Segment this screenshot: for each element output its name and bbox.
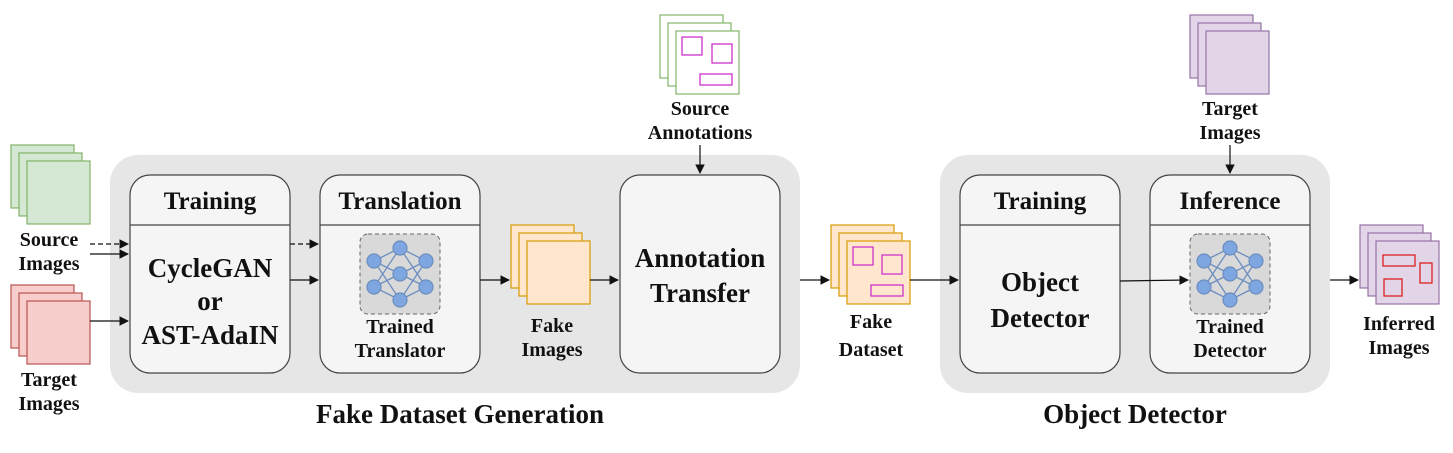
nn-node — [1248, 253, 1264, 269]
fake-dataset-label-2: Dataset — [839, 339, 904, 361]
nn-node — [418, 253, 434, 269]
training-det-header: Training — [994, 188, 1087, 215]
nn-node — [1222, 292, 1238, 308]
target-images-top-label-1: Target — [1202, 98, 1258, 120]
source-images-stack — [10, 144, 91, 225]
nn-edge — [399, 260, 427, 301]
nn-node — [366, 279, 382, 295]
nn-node — [1222, 266, 1238, 282]
training-gen-body-1: CycleGAN — [148, 253, 273, 283]
block-training-gen: Training CycleGAN or AST-AdaIN — [129, 174, 291, 374]
nn-node — [392, 240, 408, 256]
target-images-label-2: Images — [18, 393, 79, 415]
inference-header: Inference — [1180, 188, 1281, 215]
fake-images-label-1: Fake — [531, 315, 573, 337]
fake-dataset-label-1: Fake — [850, 311, 892, 333]
trained-translator-icon — [359, 233, 441, 315]
fake-images-stack — [510, 224, 591, 305]
target-images-top-label-2: Images — [1199, 122, 1260, 144]
annotation-transfer-body-1: Annotation — [635, 243, 766, 273]
source-annotations-label-2: Annotations — [648, 122, 753, 144]
training-det-body-1: Object — [1001, 267, 1079, 297]
block-translation: Translation Trained Translator — [319, 174, 481, 374]
annotation-transfer-body-2: Transfer — [650, 278, 750, 308]
inference-caption-1: Trained — [1196, 316, 1263, 338]
fake-dataset-stack — [830, 224, 911, 305]
source-images-label-1: Source — [20, 229, 79, 251]
inferred-images-label-2: Images — [1368, 337, 1429, 359]
nn-node — [1222, 240, 1238, 256]
nn-node — [366, 253, 382, 269]
block-annotation-transfer: Annotation Transfer — [619, 174, 781, 374]
nn-edge — [373, 247, 401, 288]
fake-images-label-2: Images — [521, 339, 582, 361]
target-images-stack — [10, 284, 91, 365]
nn-node — [392, 266, 408, 282]
source-annotations-stack — [659, 14, 740, 95]
training-det-body-2: Detector — [991, 303, 1090, 333]
translation-caption-1: Trained — [366, 316, 433, 338]
target-images-top-stack — [1189, 14, 1270, 95]
training-gen-header: Training — [164, 188, 257, 215]
training-gen-body-3: AST-AdaIN — [141, 320, 279, 350]
arrows — [90, 145, 1359, 326]
block-training-det: Training Object Detector — [959, 174, 1121, 374]
translation-header: Translation — [338, 188, 461, 215]
nn-node — [392, 292, 408, 308]
translation-caption-2: Translator — [355, 340, 446, 362]
inference-caption-2: Detector — [1193, 340, 1266, 362]
nn-node — [1196, 279, 1212, 295]
trained-detector-icon — [1189, 233, 1271, 315]
nn-node — [1196, 253, 1212, 269]
group-title-object-detector: Object Detector — [1043, 399, 1227, 429]
source-images-label-2: Images — [18, 253, 79, 275]
nn-node — [1248, 279, 1264, 295]
nn-node — [418, 279, 434, 295]
arrow-training-to-inference — [1119, 275, 1189, 285]
block-inference: Inference Trained Detector — [1149, 174, 1311, 374]
training-gen-body-2: or — [197, 286, 223, 316]
nn-edge — [1203, 247, 1231, 288]
nn-edge — [1229, 260, 1257, 301]
target-images-label-1: Target — [21, 369, 77, 391]
group-title-fake-dataset-generation: Fake Dataset Generation — [316, 399, 604, 429]
inferred-images-label-1: Inferred — [1363, 313, 1435, 335]
source-annotations-label-1: Source — [671, 98, 730, 120]
inferred-images-stack — [1359, 224, 1440, 305]
